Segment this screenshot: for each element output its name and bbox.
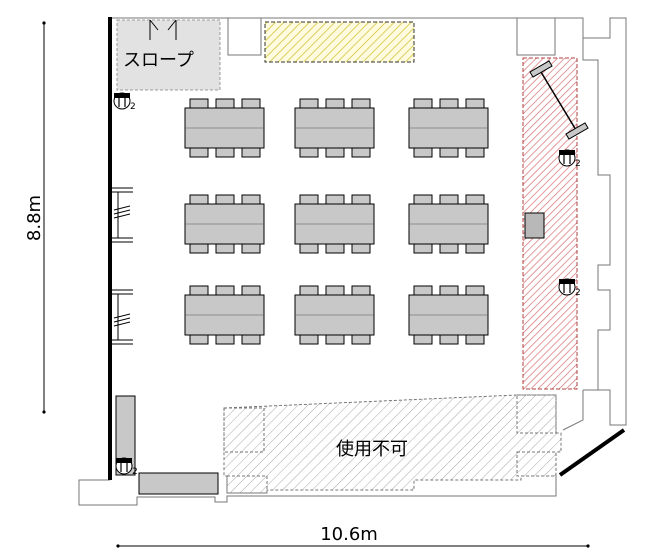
height-dimension: 8.8m bbox=[24, 21, 46, 414]
corner-wall bbox=[558, 428, 626, 477]
table-set bbox=[294, 194, 375, 254]
bottom-counter bbox=[138, 472, 219, 495]
table-set bbox=[184, 98, 265, 158]
outlet-icon: 2 bbox=[558, 149, 581, 169]
projector-stand bbox=[529, 60, 589, 140]
outlet-count: 2 bbox=[130, 102, 136, 112]
outlet-group: 2 2 2 2 bbox=[113, 92, 581, 477]
room-outline bbox=[78, 17, 627, 506]
outlet-icon: 2 bbox=[113, 92, 136, 112]
outlet-icon: 2 bbox=[115, 457, 138, 477]
left-window-lower bbox=[110, 289, 133, 345]
slope-label: スロープ bbox=[123, 50, 194, 71]
table-grid bbox=[184, 98, 489, 345]
side-cabinet bbox=[115, 395, 136, 476]
table-set bbox=[184, 194, 265, 254]
table-set bbox=[408, 194, 489, 254]
height-label: 8.8m bbox=[24, 195, 45, 241]
width-label: 10.6m bbox=[320, 524, 378, 545]
restricted-strip bbox=[522, 57, 589, 390]
table-set bbox=[408, 98, 489, 158]
width-dimension: 10.6m bbox=[116, 524, 590, 548]
table-set bbox=[408, 285, 489, 345]
table-set bbox=[184, 285, 265, 345]
left-window-upper bbox=[110, 187, 133, 243]
unusable-label: 使用不可 bbox=[336, 439, 408, 460]
outlet-count: 2 bbox=[575, 288, 581, 298]
cabinet bbox=[524, 212, 545, 239]
table-set bbox=[294, 285, 375, 345]
slope-area: スロープ bbox=[116, 19, 221, 91]
outlet-count: 2 bbox=[575, 159, 581, 169]
unusable-area: 使用不可 bbox=[223, 394, 562, 494]
screen-area bbox=[264, 21, 415, 63]
outlet-icon: 2 bbox=[558, 278, 581, 298]
outlet-count: 2 bbox=[132, 467, 138, 477]
table-set bbox=[294, 98, 375, 158]
